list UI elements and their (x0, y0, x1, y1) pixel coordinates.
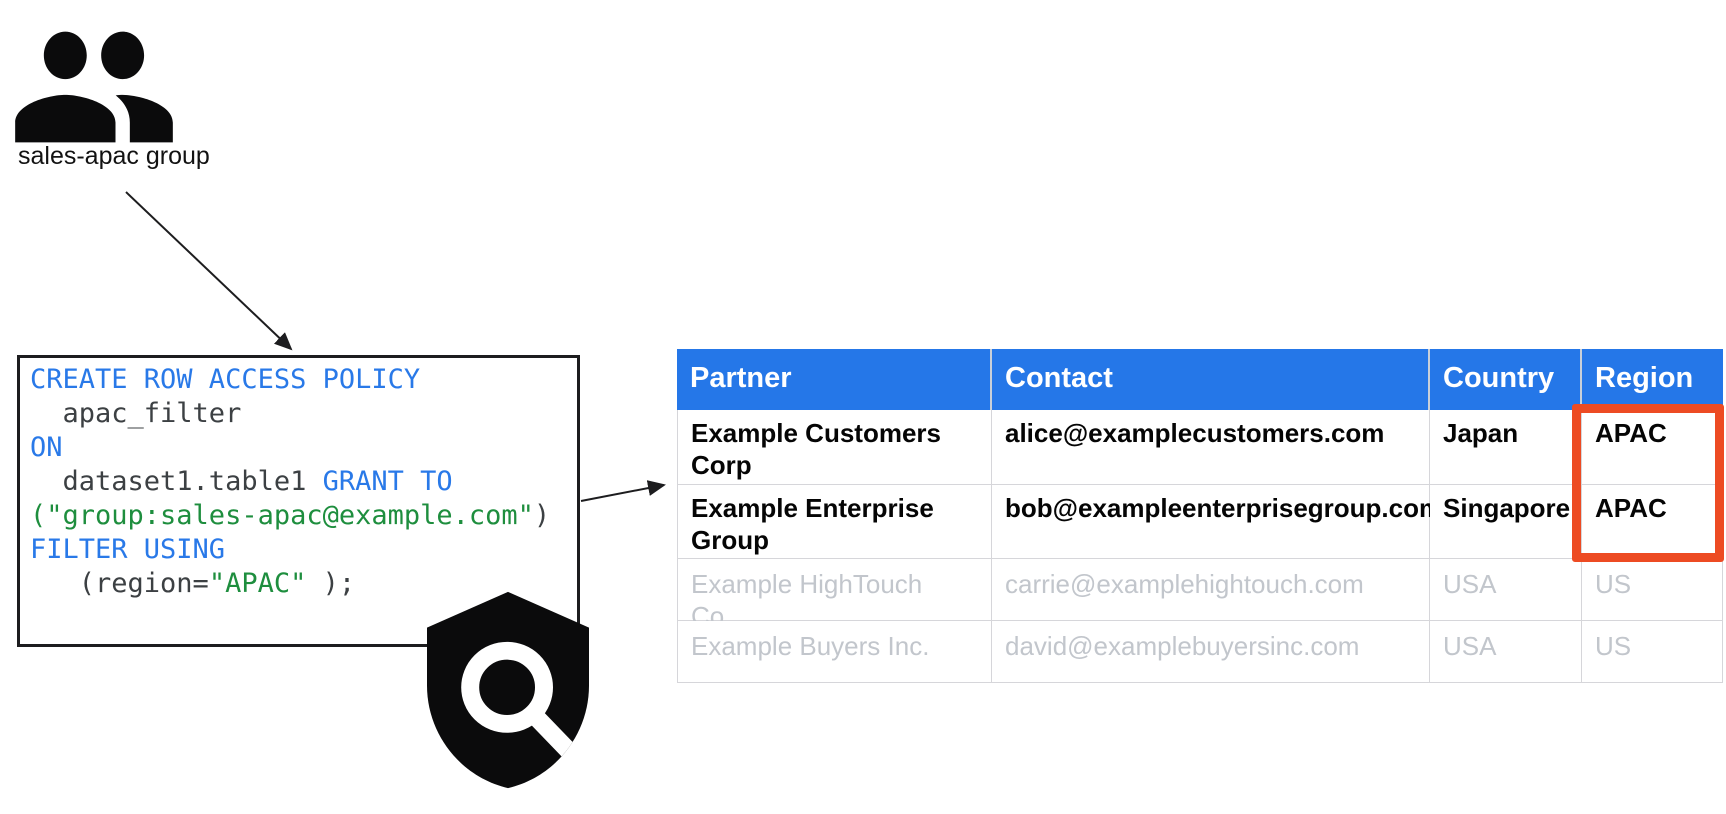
policy-code-box: CREATE ROW ACCESS POLICY apac_filter ON … (17, 355, 580, 647)
code-line: dataset1.table1 GRANT TO (30, 465, 573, 499)
cell-country: Japan (1430, 410, 1582, 485)
sql-identifier: ); (306, 568, 356, 599)
code-line: ("group:sales-apac@example.com") (30, 499, 573, 533)
magnifier-lens (461, 641, 553, 733)
sql-string: ("group:sales-apac@example.com" (30, 500, 534, 531)
sql-identifier: dataset1.table1 (30, 466, 323, 497)
cell-partner: Example Buyers Inc. (677, 621, 992, 683)
sql-string: "APAC" (208, 568, 307, 599)
code-line: ON (30, 431, 573, 465)
sql-identifier: ) (533, 500, 551, 531)
people-group-icon (15, 31, 173, 143)
cell-region: US (1582, 559, 1723, 621)
column-header-partner: Partner (677, 349, 992, 410)
column-header-region: Region (1582, 349, 1723, 410)
cell-contact: david@examplebuyersinc.com (992, 621, 1430, 683)
cell-country: USA (1430, 559, 1582, 621)
sql-keyword: FILTER USING (30, 534, 226, 565)
cell-text: Example Customers Corp (691, 418, 941, 480)
sql-keyword: GRANT TO (322, 466, 453, 497)
cell-partner: Example HighTouch Co. (677, 559, 992, 631)
shield-magnifier-policy-icon (427, 591, 589, 789)
group-label: sales-apac group (18, 142, 210, 170)
code-line: CREATE ROW ACCESS POLICY (30, 363, 573, 397)
cell-region: APAC (1582, 410, 1723, 485)
sql-keyword: ON (30, 432, 63, 463)
cell-contact: carrie@examplehightouch.com (992, 559, 1430, 621)
code-line: (region="APAC" ); (30, 567, 573, 601)
cell-text: Example Buyers Inc. (691, 631, 930, 661)
cell-region: APAC (1582, 485, 1723, 559)
cell-country: Singapore (1430, 485, 1582, 559)
column-header-contact: Contact (992, 349, 1430, 410)
arrow-policy-to-table (580, 480, 666, 502)
cell-country: USA (1430, 621, 1582, 683)
column-header-country: Country (1430, 349, 1582, 410)
arrow-group-to-policy (125, 191, 293, 351)
sql-identifier: apac_filter (30, 398, 242, 429)
cell-partner: Example Enterprise Group (677, 485, 992, 559)
cell-region: US (1582, 621, 1723, 683)
code-line: apac_filter (30, 397, 573, 431)
cell-contact: alice@examplecustomers.com (992, 410, 1430, 485)
partners-table: Partner Contact Country Region Example C… (677, 349, 1723, 683)
code-line: FILTER USING (30, 533, 573, 567)
cell-partner: Example Customers Corp (677, 410, 992, 485)
cell-contact: bob@exampleenterprisegroup.com (992, 485, 1442, 559)
sql-keyword: CREATE ROW ACCESS POLICY (30, 364, 421, 395)
sql-identifier: (region= (30, 568, 209, 599)
cell-text: Example Enterprise Group (691, 493, 934, 555)
apac-highlight-box (1572, 404, 1724, 562)
